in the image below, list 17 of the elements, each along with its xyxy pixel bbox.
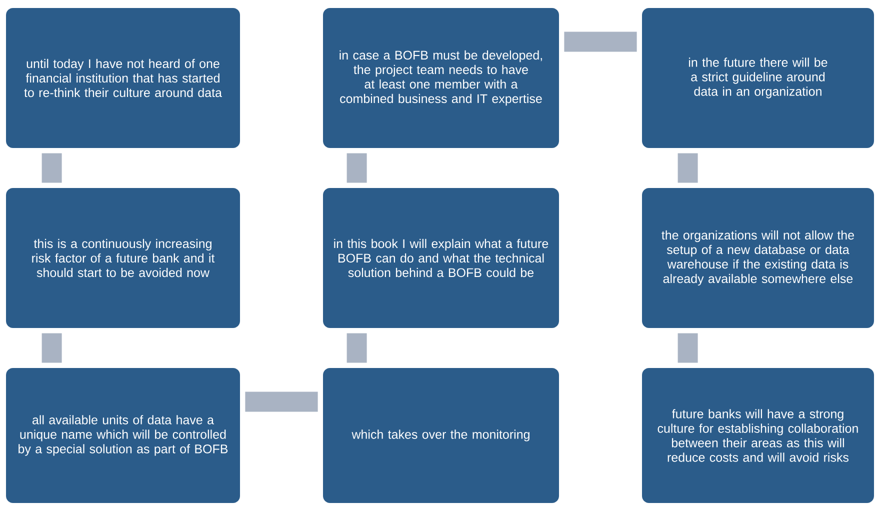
text-box: future banks will have a strong culture for establishing collaboration between their areas as this will reduce costs and will avoid risks xyxy=(642,368,874,503)
connector-bar xyxy=(346,153,367,183)
connector-bar xyxy=(678,153,698,183)
text-box: in case a BOFB must be developed, the project team needs to have at least one member with a combined business and IT expertise xyxy=(323,8,559,148)
text-box: in the future there will be a strict guideline around data in an organization xyxy=(642,8,874,148)
text-box: the organizations will not allow the setup of a new database or data warehouse if the existing data is already available somewhere else xyxy=(642,188,874,328)
text-box: until today I have not heard of one financial institution that has started to re-think their culture around data xyxy=(6,8,240,148)
text-box: in this book I will explain what a future BOFB can do and what the technical solution behind a BOFB could be xyxy=(323,188,559,328)
connector-bar xyxy=(245,392,318,412)
connector-bar xyxy=(678,333,698,363)
connector-bar xyxy=(42,333,62,363)
connector-bar xyxy=(42,153,62,183)
text-box: this is a continuously increasing risk factor of a future bank and it should start to be avoided now xyxy=(6,188,240,328)
connector-bar xyxy=(346,333,367,363)
text-box: all available units of data have a unique name which will be controlled by a special solution as part of BOFB xyxy=(6,368,240,503)
text-box: which takes over the monitoring xyxy=(323,368,559,503)
connector-bar xyxy=(564,32,637,52)
